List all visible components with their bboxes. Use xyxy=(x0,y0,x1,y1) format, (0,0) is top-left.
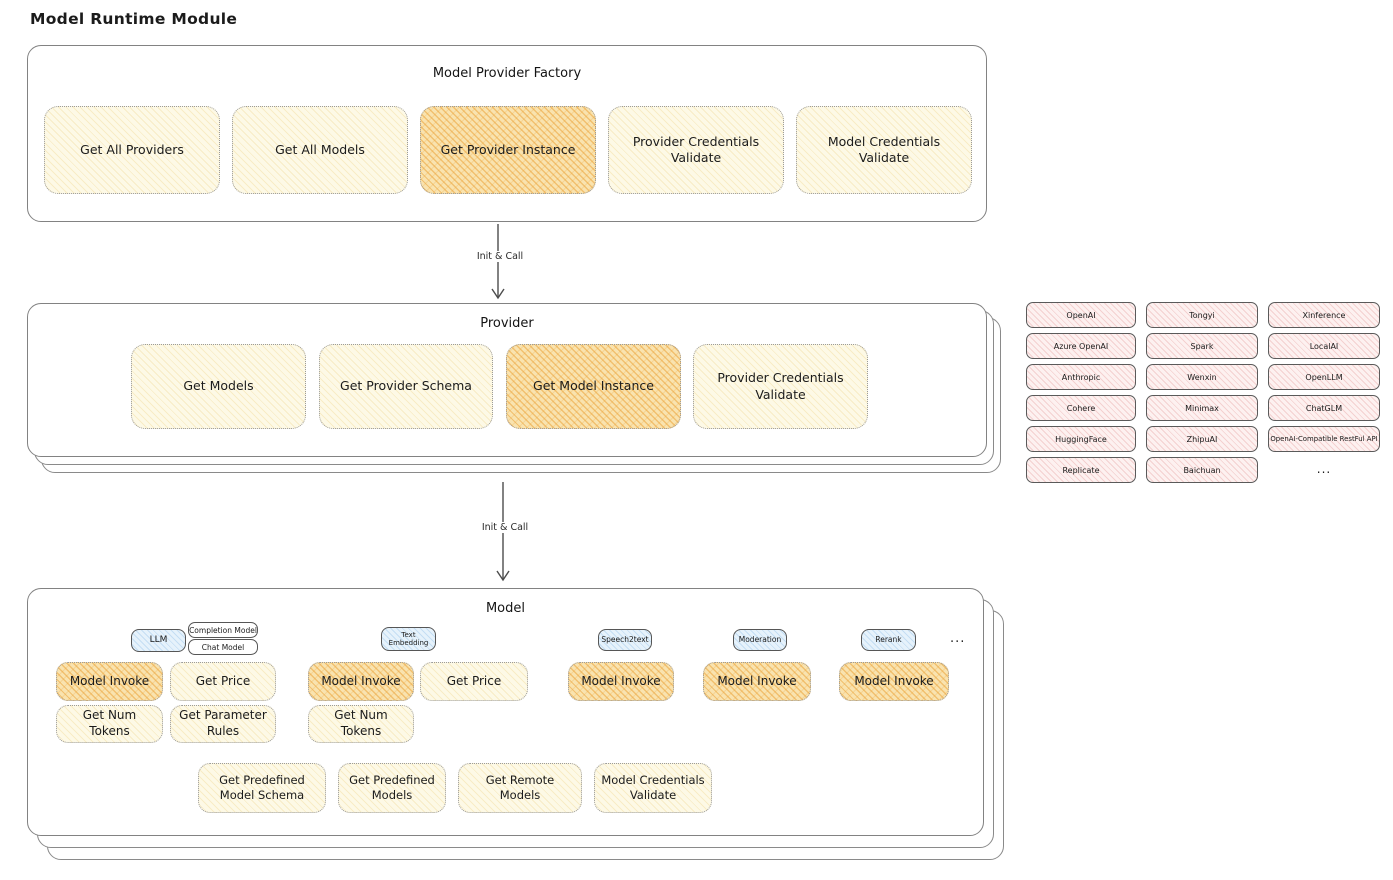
node-rerank-model-invoke: Model Invoke xyxy=(839,662,949,701)
tab-text-embedding: Text Embedding xyxy=(381,627,436,651)
node-get-provider-instance: Get Provider Instance xyxy=(420,106,596,194)
provider-item: Tongyi xyxy=(1146,302,1258,328)
node-get-provider-schema: Get Provider Schema xyxy=(319,344,493,429)
provider-item: OpenLLM xyxy=(1268,364,1380,390)
model-tabs-ellipsis: ... xyxy=(950,631,966,646)
node-get-model-instance: Get Model Instance xyxy=(506,344,681,429)
provider-list: OpenAI Tongyi Xinference Azure OpenAI Sp… xyxy=(1026,302,1380,483)
node-provider-credentials-validate-factory: Provider Credentials Validate xyxy=(608,106,784,194)
provider-panel: Provider Get Models Get Provider Schema … xyxy=(27,303,987,457)
node-get-all-models: Get All Models xyxy=(232,106,408,194)
provider-list-ellipsis: ... xyxy=(1316,462,1332,476)
provider-item: OpenAI xyxy=(1026,302,1136,328)
tab-speech2text: Speech2text xyxy=(598,629,652,651)
init-call-label-1: Init & Call xyxy=(462,251,538,262)
subtab-completion-model: Completion Model xyxy=(188,622,258,638)
tab-llm: LLM xyxy=(131,629,186,652)
node-get-remote-models: Get Remote Models xyxy=(458,763,582,813)
node-llm-get-parameter-rules: Get Parameter Rules xyxy=(170,705,276,743)
node-get-models: Get Models xyxy=(131,344,306,429)
tab-rerank: Rerank xyxy=(861,629,916,651)
provider-panel-title: Provider xyxy=(480,316,534,331)
provider-item: Replicate xyxy=(1026,457,1136,483)
node-embedding-get-price: Get Price xyxy=(420,662,528,701)
node-get-all-providers: Get All Providers xyxy=(44,106,220,194)
node-llm-get-price: Get Price xyxy=(170,662,276,701)
node-llm-get-num-tokens: Get Num Tokens xyxy=(56,705,163,743)
factory-panel-title: Model Provider Factory xyxy=(432,66,582,81)
tab-moderation: Moderation xyxy=(733,629,787,651)
provider-item: Baichuan xyxy=(1146,457,1258,483)
provider-item: ZhipuAI xyxy=(1146,426,1258,452)
provider-item: ChatGLM xyxy=(1268,395,1380,421)
node-moderation-model-invoke: Model Invoke xyxy=(703,662,811,701)
arrow-down-icon xyxy=(491,224,505,300)
provider-item: Anthropic xyxy=(1026,364,1136,390)
provider-item: Minimax xyxy=(1146,395,1258,421)
provider-item: Spark xyxy=(1146,333,1258,359)
node-provider-credentials-validate: Provider Credentials Validate xyxy=(693,344,868,429)
model-provider-factory-panel: Model Provider Factory Get All Providers… xyxy=(27,45,987,222)
subtab-chat-model: Chat Model xyxy=(188,639,258,655)
model-panel: Model LLM Completion Model Chat Model Te… xyxy=(27,588,984,836)
node-model-credentials-validate-factory: Model Credentials Validate xyxy=(796,106,972,194)
provider-item: Cohere xyxy=(1026,395,1136,421)
node-embedding-model-invoke: Model Invoke xyxy=(308,662,414,701)
provider-item: HuggingFace xyxy=(1026,426,1136,452)
provider-item: Xinference xyxy=(1268,302,1380,328)
diagram-title: Model Runtime Module xyxy=(30,10,238,28)
model-panel-title: Model xyxy=(485,601,526,616)
provider-item: LocalAI xyxy=(1268,333,1380,359)
node-get-predefined-models: Get Predefined Models xyxy=(338,763,446,813)
provider-item: Wenxin xyxy=(1146,364,1258,390)
node-embedding-get-num-tokens: Get Num Tokens xyxy=(308,705,414,743)
node-get-predefined-model-schema: Get Predefined Model Schema xyxy=(198,763,326,813)
init-call-label-2: Init & Call xyxy=(467,522,543,533)
provider-item: Azure OpenAI xyxy=(1026,333,1136,359)
provider-item: OpenAI-Compatible RestFul API xyxy=(1268,426,1380,452)
node-speech2text-model-invoke: Model Invoke xyxy=(568,662,674,701)
node-model-credentials-validate: Model Credentials Validate xyxy=(594,763,712,813)
node-llm-model-invoke: Model Invoke xyxy=(56,662,163,701)
